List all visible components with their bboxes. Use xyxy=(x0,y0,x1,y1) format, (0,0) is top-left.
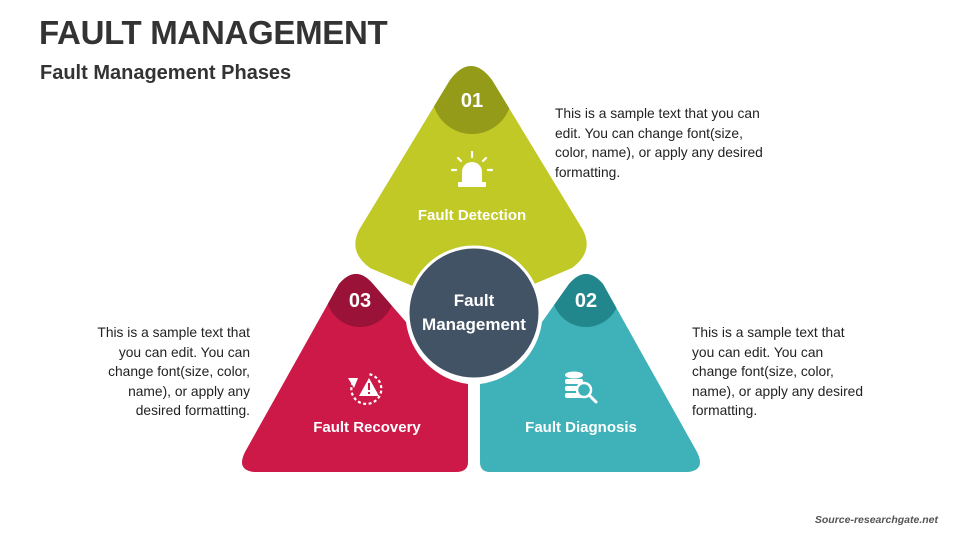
phase-2-triangle xyxy=(480,274,700,472)
phase-3-label: Fault Recovery xyxy=(313,419,421,436)
phase-1-label: Fault Detection xyxy=(418,207,526,224)
phase-3-shape: 03 Fault Recovery xyxy=(242,274,468,472)
phase-2-label: Fault Diagnosis xyxy=(525,419,637,436)
recovery-warning-icon xyxy=(348,372,383,405)
center-node: Fault Management xyxy=(406,245,542,381)
center-circle xyxy=(406,245,542,381)
phase-3-description: This is a sample text that you can edit.… xyxy=(97,325,250,418)
phase-1-number: 01 xyxy=(461,90,483,112)
alarm-siren-icon xyxy=(450,150,494,187)
page-subtitle: Fault Management Phases xyxy=(40,62,292,84)
center-label-line-1: Fault xyxy=(454,291,495,310)
phase-2-description: This is a sample text that you can edit.… xyxy=(692,325,864,418)
center-label-line-2: Management xyxy=(422,315,526,334)
phase-1-description: This is a sample text that you can edit.… xyxy=(555,106,763,180)
database-search-icon xyxy=(565,371,598,404)
phase-3-triangle xyxy=(242,274,468,472)
phase-3-number: 03 xyxy=(349,290,371,312)
phase-2-number: 02 xyxy=(575,290,597,312)
page-title: FAULT MANAGEMENT xyxy=(39,14,388,51)
source-credit: Source-researchgate.net xyxy=(814,514,938,526)
